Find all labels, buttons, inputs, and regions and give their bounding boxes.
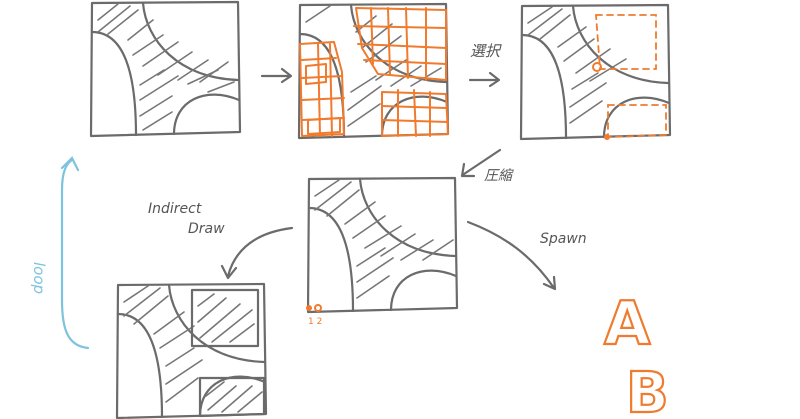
loop-arrow xyxy=(60,156,90,350)
card-drawn xyxy=(115,282,268,419)
arrow-2 xyxy=(468,71,501,88)
svg-text:B: B xyxy=(626,361,669,419)
label-spawn: Spawn xyxy=(540,231,587,247)
spawned-letter-a: A xyxy=(603,288,652,360)
corner-marker-1 xyxy=(592,62,602,72)
arrow-1 xyxy=(260,67,293,84)
compressed-points: 1 2 xyxy=(306,304,322,327)
label-select: 選択 xyxy=(470,42,502,60)
card-grid xyxy=(297,2,450,140)
selection-top-right xyxy=(595,14,657,70)
arrow-spawn xyxy=(466,220,557,291)
drawn-quad-top xyxy=(190,288,260,348)
arrow-indirect-draw xyxy=(220,226,294,280)
grid-bottom-right xyxy=(381,89,449,137)
label-compress: 圧縮 xyxy=(484,168,514,184)
selection-bottom-right xyxy=(607,104,667,138)
spawned-letter-b: B xyxy=(625,360,670,419)
label-indirect: Indirect xyxy=(148,201,202,217)
svg-text:A: A xyxy=(604,289,651,359)
point-numbers: 1 2 xyxy=(308,317,322,327)
card-original xyxy=(89,0,242,138)
drawn-quad-bottom xyxy=(198,376,266,418)
card-selected xyxy=(519,3,672,141)
label-draw: Draw xyxy=(188,221,225,237)
corner-marker-2 xyxy=(604,134,610,140)
grid-top-right xyxy=(353,7,447,81)
label-loop: loop xyxy=(30,262,48,294)
grid-left xyxy=(299,41,345,137)
arrow-compress xyxy=(460,148,502,178)
card-compressed: 1 2 xyxy=(306,176,459,327)
